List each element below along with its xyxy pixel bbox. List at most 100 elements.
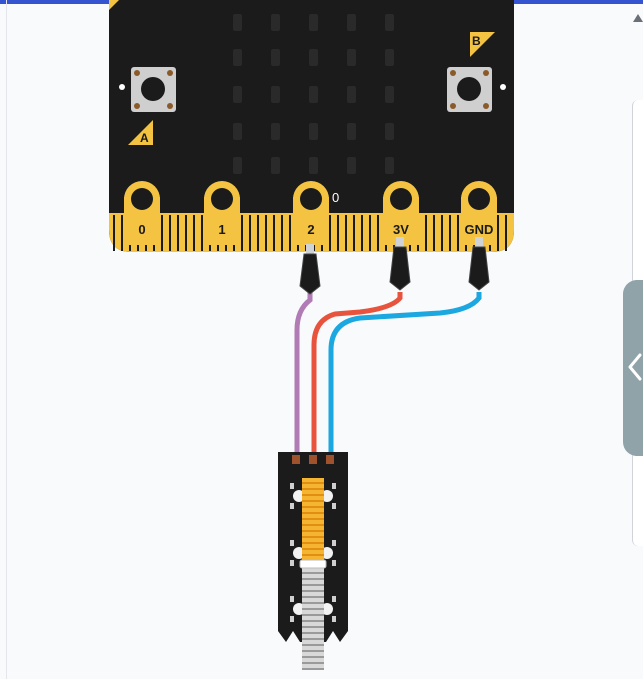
track-tick	[302, 572, 324, 574]
button-a-dot	[119, 84, 125, 90]
edge-finger	[369, 215, 371, 251]
led-2-2	[309, 86, 318, 103]
slider-pad-contact	[290, 616, 294, 622]
triangle-up-icon[interactable]	[633, 14, 643, 22]
clip-3v-tip	[396, 237, 404, 247]
side-panel-toggle[interactable]	[623, 280, 643, 456]
edge-finger	[457, 215, 459, 251]
edge-finger	[441, 215, 443, 251]
pin-1-pad-hole	[211, 188, 233, 210]
microbit-board: A B 0 1 2 3V GND 0	[109, 0, 514, 252]
slider-pad-contact	[332, 596, 336, 602]
pin-0-pad-hole	[131, 188, 153, 210]
edge-finger	[497, 215, 499, 251]
button-a-cap	[141, 77, 165, 101]
slider-pad-contact	[332, 483, 336, 489]
track-tick	[302, 632, 324, 634]
track-tick	[302, 644, 324, 646]
track-tick	[302, 578, 324, 580]
track-tick	[302, 656, 324, 658]
track-tick	[302, 590, 324, 592]
fill-tick	[302, 482, 324, 484]
led-1-1	[271, 49, 280, 66]
edge-finger	[257, 215, 259, 251]
slider-pin-3	[326, 455, 334, 464]
fill-tick	[302, 548, 324, 550]
track-tick	[302, 620, 324, 622]
slider-pad-contact	[332, 616, 336, 622]
led-4-4	[385, 157, 394, 174]
edge-finger	[193, 215, 195, 251]
edge-finger	[249, 215, 251, 251]
chevron-left-icon[interactable]	[627, 352, 643, 382]
edge-finger	[169, 215, 171, 251]
led-1-4	[385, 49, 394, 66]
led-2-1	[271, 86, 280, 103]
edge-finger	[449, 215, 451, 251]
led-1-2	[309, 49, 318, 66]
slider-pad-contact	[290, 560, 294, 566]
pin-label-gnd: GND	[465, 222, 494, 237]
led-4-2	[309, 157, 318, 174]
clip-gnd-tip	[475, 237, 483, 247]
clip-pin2-tip	[306, 244, 314, 254]
edge-finger	[345, 215, 347, 251]
pin-label-2: 2	[307, 222, 314, 237]
fill-tick	[302, 536, 324, 538]
slider-pad-contact	[290, 503, 294, 509]
track-tick	[302, 650, 324, 652]
fill-tick	[302, 530, 324, 532]
fill-tick	[302, 494, 324, 496]
led-3-4	[385, 123, 394, 140]
track-tick	[302, 584, 324, 586]
button-b[interactable]: B	[447, 32, 506, 112]
slider-fill[interactable]	[302, 478, 324, 564]
track-tick	[302, 638, 324, 640]
led-3-2	[309, 123, 318, 140]
edge-finger	[361, 215, 363, 251]
edge-finger	[273, 215, 275, 251]
edge-finger	[433, 215, 435, 251]
led-3-1	[271, 123, 280, 140]
track-tick	[302, 668, 324, 670]
led-0-4	[385, 14, 394, 31]
corner-mark	[109, 0, 119, 10]
led-0-0	[233, 14, 242, 31]
pin-gnd-pad-hole	[468, 188, 490, 210]
track-tick	[302, 596, 324, 598]
slider-pin-1	[292, 455, 300, 464]
wires	[294, 292, 482, 455]
led-matrix[interactable]	[233, 14, 394, 174]
button-a-label: A	[140, 131, 149, 145]
slider-pin-2	[309, 455, 317, 464]
slide-potentiometer[interactable]	[278, 452, 348, 670]
panel-divider	[6, 0, 7, 679]
led-2-3	[347, 86, 356, 103]
fill-tick	[302, 512, 324, 514]
led-1-3	[347, 49, 356, 66]
slider-pad-contact	[290, 483, 294, 489]
led-0-1	[271, 14, 280, 31]
fill-tick	[302, 542, 324, 544]
edge-finger	[161, 215, 163, 251]
track-tick	[302, 608, 324, 610]
fill-tick	[302, 554, 324, 556]
button-b-dot	[500, 84, 506, 90]
edge-finger	[377, 215, 379, 251]
button-a[interactable]: A	[119, 67, 176, 145]
edge-finger	[185, 215, 187, 251]
slider-thumb[interactable]	[299, 559, 327, 569]
clip-3v	[389, 246, 411, 291]
pin2-reading: 0	[332, 190, 339, 205]
led-4-3	[347, 157, 356, 174]
edge-finger	[265, 215, 267, 251]
button-b-label: B	[472, 34, 481, 48]
track-tick	[302, 662, 324, 664]
edge-finger	[241, 215, 243, 251]
button-a-tag	[128, 120, 153, 145]
led-4-1	[271, 157, 280, 174]
track-tick	[302, 626, 324, 628]
button-b-cap	[457, 77, 481, 101]
edge-finger	[177, 215, 179, 251]
led-2-4	[385, 86, 394, 103]
